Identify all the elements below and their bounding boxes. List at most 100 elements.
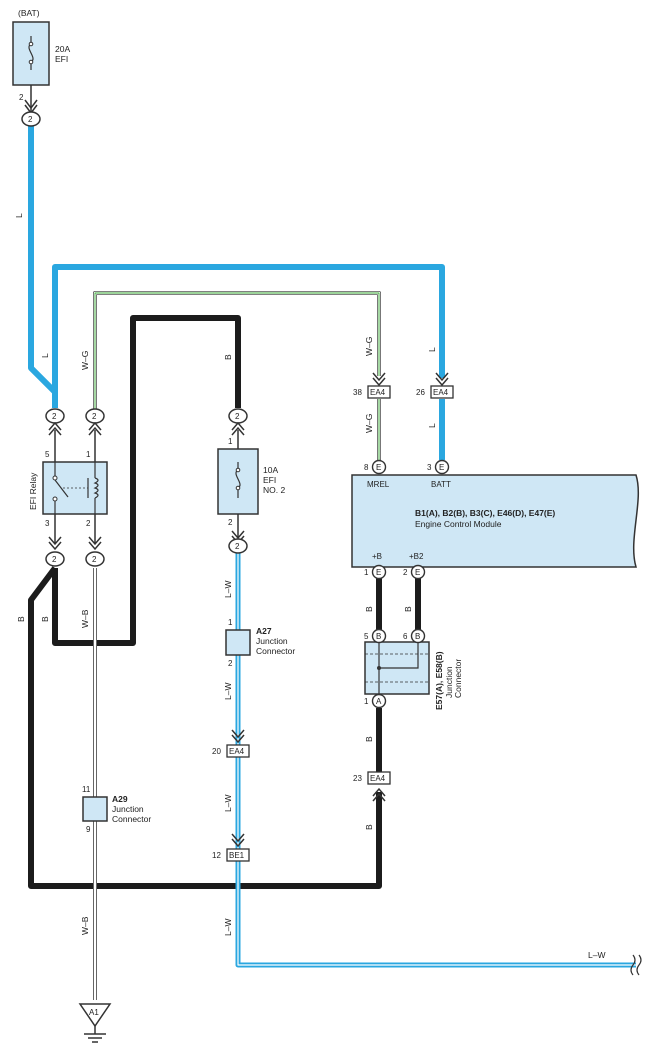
a29-pin-top: 11 bbox=[82, 785, 91, 794]
fuse-20a-pin: 2 bbox=[19, 93, 24, 102]
ea4-26-pin: 26 bbox=[416, 388, 425, 397]
jc-pin-1: A 1 bbox=[364, 693, 387, 709]
a29-line1: Junction bbox=[112, 804, 144, 814]
ecm-pin-mrel: E 8 bbox=[364, 459, 387, 475]
connector-relay-bot-right: 2 bbox=[85, 536, 105, 567]
svg-text:5: 5 bbox=[364, 632, 369, 641]
wire-label-l-4: L bbox=[427, 423, 437, 428]
wire-label-l-3: L bbox=[427, 347, 437, 352]
ecm-batt-label: BATT bbox=[431, 480, 451, 489]
svg-text:E: E bbox=[415, 568, 420, 577]
ea4-20-pin: 20 bbox=[212, 747, 221, 756]
connector-relay-top-right: 2 bbox=[85, 408, 105, 436]
wire-l-fuse-to-relay bbox=[28, 126, 58, 408]
a27-pin-bot: 2 bbox=[228, 659, 233, 668]
wire-label-lw-2: L–W bbox=[223, 683, 233, 700]
junction-connector-a29: 11 9 A29 Junction Connector bbox=[82, 785, 151, 834]
svg-text:1: 1 bbox=[364, 697, 369, 706]
junction-connector-e57-e58: E57(A), E58(B) Junction Connector bbox=[364, 641, 463, 710]
svg-text:3: 3 bbox=[427, 463, 432, 472]
wire-lw-efi2-to-out bbox=[235, 552, 636, 968]
engine-control-module: B1(A), B2(B), B3(C), E46(D), E47(E) Engi… bbox=[351, 474, 640, 568]
junction-connector-a27: 1 2 A27 Junction Connector bbox=[225, 618, 295, 668]
svg-text:EA4: EA4 bbox=[433, 388, 449, 397]
wire-label-b-7: B bbox=[364, 824, 374, 830]
svg-text:2: 2 bbox=[92, 555, 97, 564]
fuse-20a-rating: 20A bbox=[55, 44, 70, 54]
wire-label-lw-1: L–W bbox=[223, 581, 233, 598]
a29-line2: Connector bbox=[112, 814, 151, 824]
svg-text:2: 2 bbox=[403, 568, 408, 577]
wire-label-b-5: B bbox=[403, 606, 413, 612]
connector-ea4-20: EA4 20 bbox=[212, 729, 250, 758]
svg-text:EA4: EA4 bbox=[370, 774, 386, 783]
wire-label-lw-3: L–W bbox=[223, 795, 233, 812]
a27-id: A27 bbox=[256, 626, 272, 636]
svg-text:2: 2 bbox=[52, 412, 57, 421]
svg-text:EA4: EA4 bbox=[229, 747, 245, 756]
ground-label: A1 bbox=[89, 1008, 99, 1017]
efi-relay-label: EFI Relay bbox=[28, 472, 38, 510]
svg-text:2: 2 bbox=[235, 542, 240, 551]
ecm-b-label: +B bbox=[372, 552, 382, 561]
fuse-10a-rating: 10A bbox=[263, 465, 278, 475]
connector-be1-12: BE1 12 bbox=[212, 833, 250, 862]
wire-b-ground-loop bbox=[28, 566, 382, 889]
fuse-10a-name2: NO. 2 bbox=[263, 485, 285, 495]
wire-label-wg-2: W–G bbox=[364, 337, 374, 356]
svg-text:EA4: EA4 bbox=[370, 388, 386, 397]
efi-relay-pin3: 3 bbox=[45, 519, 50, 528]
fuse-20a-name: EFI bbox=[55, 54, 68, 64]
wire-label-wg-3: W–G bbox=[364, 414, 374, 433]
svg-text:2: 2 bbox=[92, 412, 97, 421]
ecm-name: Engine Control Module bbox=[415, 519, 502, 529]
wire-label-l-2: L bbox=[40, 353, 50, 358]
connector-efi2-top: 2 bbox=[228, 408, 248, 449]
wire-l-to-batt bbox=[52, 264, 445, 460]
fuse-10a-pin-bot: 2 bbox=[228, 518, 233, 527]
wire-label-b-2: B bbox=[16, 616, 26, 622]
ecm-pin-b2: E 2 bbox=[403, 564, 426, 580]
efi-relay: 5 1 3 2 EFI Relay bbox=[28, 450, 108, 528]
ecm-b2-label: +B2 bbox=[409, 552, 424, 561]
a27-pin-top: 1 bbox=[228, 618, 233, 627]
ea4-38-pin: 38 bbox=[353, 388, 362, 397]
svg-text:2: 2 bbox=[235, 412, 240, 421]
svg-text:6: 6 bbox=[403, 632, 408, 641]
svg-text:BE1: BE1 bbox=[229, 851, 245, 860]
wire-label-lw-4: L–W bbox=[223, 919, 233, 936]
svg-text:E: E bbox=[376, 568, 381, 577]
fuse-10a-name1: EFI bbox=[263, 475, 276, 485]
svg-text:1: 1 bbox=[364, 568, 369, 577]
wire-wg-relay-to-mrel bbox=[93, 291, 381, 460]
wire-label-b-3: B bbox=[40, 616, 50, 622]
connector-fuse-20a: 2 bbox=[21, 111, 41, 127]
svg-text:8: 8 bbox=[364, 463, 369, 472]
fuse-10a-pin-top: 1 bbox=[228, 437, 233, 446]
jc-e57-line1: Junction bbox=[444, 666, 454, 698]
svg-text:B: B bbox=[415, 632, 420, 641]
ground-a1: A1 bbox=[78, 1003, 112, 1043]
a27-line1: Junction bbox=[256, 636, 288, 646]
efi-relay-pin2: 2 bbox=[86, 519, 91, 528]
wire-label-b-4: B bbox=[364, 606, 374, 612]
svg-text:2: 2 bbox=[28, 115, 33, 124]
jc-e57-line2: Connector bbox=[453, 659, 463, 698]
ecm-mrel-label: MREL bbox=[367, 480, 390, 489]
svg-text:A: A bbox=[376, 697, 382, 706]
wire-label-b-6: B bbox=[364, 736, 374, 742]
efi-relay-pin1: 1 bbox=[86, 450, 91, 459]
connector-relay-bot-left: 2 bbox=[45, 536, 65, 567]
connector-efi2-bot: 2 bbox=[228, 514, 248, 554]
wire-b-relay-to-efi2 bbox=[52, 315, 241, 646]
ea4-23-pin: 23 bbox=[353, 774, 362, 783]
jc-e57-connectors: E57(A), E58(B) bbox=[434, 651, 444, 710]
wire-label-wg-1: W–G bbox=[80, 351, 90, 370]
a29-id: A29 bbox=[112, 794, 128, 804]
ecm-connectors: B1(A), B2(B), B3(C), E46(D), E47(E) bbox=[415, 508, 555, 518]
fuse-10a-efi-no2: 1 2 10A EFI NO. 2 bbox=[217, 437, 285, 527]
wire-label-b-1: B bbox=[223, 354, 233, 360]
wire-label-wb-2: W–B bbox=[80, 916, 90, 935]
ecm-pin-batt: E 3 bbox=[427, 459, 450, 475]
wire-label-wb-1: W–B bbox=[80, 609, 90, 628]
